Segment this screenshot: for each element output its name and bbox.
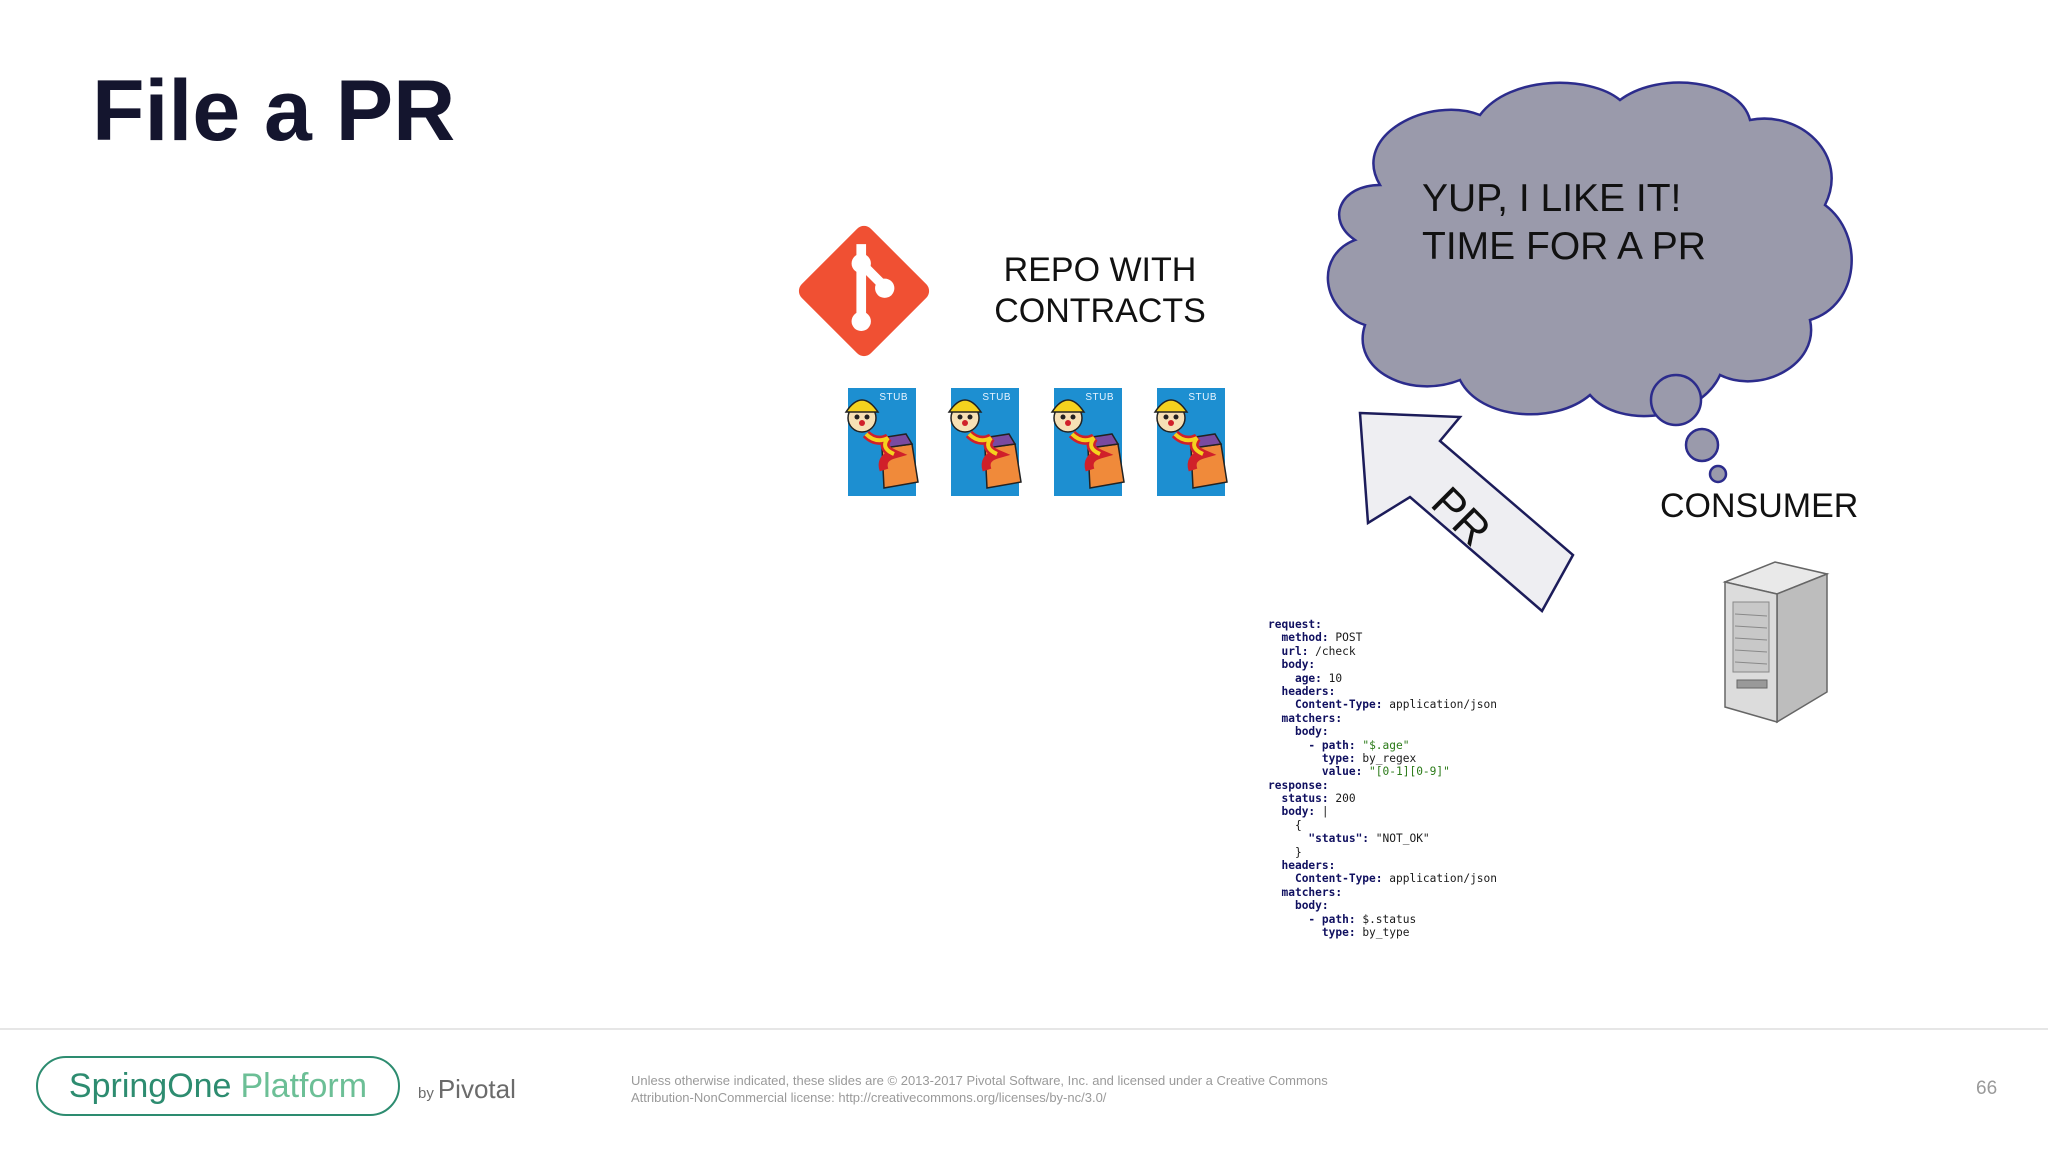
license-line1: Unless otherwise indicated, these slides…: [631, 1073, 1328, 1088]
contract-line: {: [1294, 818, 1302, 832]
brand-platform: Platform: [240, 1066, 368, 1105]
contract-line: matchers:: [1281, 711, 1343, 725]
license-text: Unless otherwise indicated, these slides…: [631, 1072, 1451, 1106]
thought-text: YUP, I LIKE IT! TIME FOR A PR: [1422, 175, 1822, 271]
contract-line: body:: [1281, 658, 1316, 672]
thought-line2: TIME FOR A PR: [1422, 225, 1706, 268]
repo-label: REPO WITH CONTRACTS: [960, 250, 1240, 332]
contract-line: }: [1294, 845, 1302, 859]
contract-line: - path: $.status: [1308, 912, 1417, 926]
stub-card: STUB: [939, 386, 1022, 498]
contract-line: Content-Type: application/json: [1294, 872, 1498, 886]
contract-line: "status": "NOT_OK": [1308, 832, 1430, 846]
contract-line: body: |: [1281, 805, 1329, 819]
pivotal-text: Pivotal: [437, 1074, 516, 1104]
stub-card: STUB: [836, 386, 919, 498]
stub-tag: STUB: [1085, 392, 1114, 403]
license-line2: Attribution-NonCommercial license: http:…: [631, 1090, 1107, 1105]
footer-divider: [0, 1028, 2048, 1030]
stub-tag: STUB: [879, 392, 908, 403]
stub-tag: STUB: [1188, 392, 1217, 403]
repo-label-line2: CONTRACTS: [994, 292, 1206, 330]
thought-line1: YUP, I LIKE IT!: [1422, 177, 1682, 220]
contract-line: - path: "$.age": [1308, 738, 1410, 752]
stub-card: STUB: [1042, 386, 1125, 498]
jack-in-the-box-icon: [1153, 399, 1228, 489]
contract-line: method: POST: [1281, 631, 1363, 645]
contract-line: request:: [1268, 618, 1322, 631]
brand-spring: SpringOne: [68, 1066, 232, 1105]
thought-cloud: [1326, 81, 1853, 484]
contract-line: Content-Type: application/json: [1294, 698, 1498, 712]
jack-in-the-box-icon: [947, 399, 1022, 489]
stub-tag: STUB: [982, 392, 1011, 403]
by-text: by: [418, 1085, 434, 1102]
contract-line: response:: [1268, 778, 1329, 792]
contract-line: type: by_regex: [1321, 751, 1417, 765]
up-left-arrow-icon: [1358, 411, 1575, 613]
contract-line: age: 10: [1294, 671, 1343, 685]
jack-in-the-box-icon: [844, 399, 919, 489]
git-logo-icon: [798, 225, 930, 357]
contract-line: type: by_type: [1321, 925, 1410, 939]
contract-line: status: 200: [1281, 792, 1356, 806]
contract-line: url: /check: [1281, 644, 1356, 658]
stub-card: STUB: [1145, 386, 1228, 498]
contract-line: matchers:: [1281, 885, 1343, 899]
server-icon: [1722, 561, 1830, 724]
contract-yaml: request: method: POST url: /check body: …: [1268, 618, 1497, 939]
contract-line: headers:: [1281, 684, 1336, 698]
contract-line: headers:: [1281, 859, 1336, 873]
page-number: 66: [1976, 1078, 1998, 1099]
consumer-label: CONSUMER: [1660, 487, 1859, 525]
repo-label-line1: REPO WITH: [1003, 251, 1197, 289]
slide-title: File a PR: [92, 63, 456, 159]
contract-line: body:: [1294, 899, 1329, 913]
contract-line: body:: [1294, 725, 1329, 739]
jack-in-the-box-icon: [1050, 399, 1125, 489]
contract-line: value: "[0-1][0-9]": [1321, 765, 1450, 779]
